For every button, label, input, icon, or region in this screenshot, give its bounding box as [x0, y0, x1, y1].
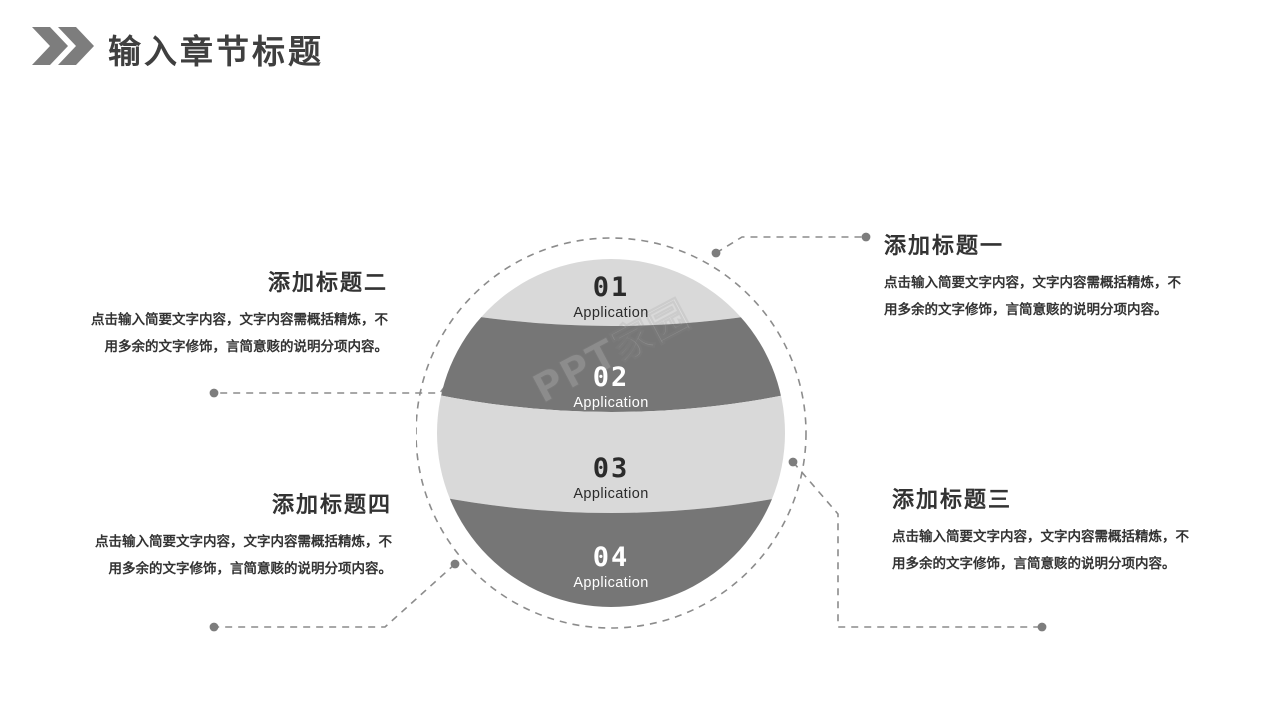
connector-dot-three-inner	[788, 457, 798, 467]
sphere-band-03	[437, 388, 785, 513]
connector-line-one	[715, 236, 866, 254]
sphere-band-01	[437, 259, 785, 326]
callout-two-title: 添加标题二	[267, 271, 388, 296]
callout-four-body: 点击输入简要文字内容，文字内容需概括精炼，不用多余的文字修饰，言简意赅的说明分项…	[95, 534, 392, 577]
callout-two: 添加标题二 点击输入简要文字内容，文字内容需概括精炼，不用多余的文字修饰，言简意…	[88, 265, 388, 361]
callout-one: 添加标题一 点击输入简要文字内容，文字内容需概括精炼，不用多余的文字修饰，言简意…	[884, 228, 1184, 324]
callout-three-body: 点击输入简要文字内容，文字内容需概括精炼，不用多余的文字修饰，言简意赅的说明分项…	[892, 529, 1189, 572]
callout-four-title: 添加标题四	[271, 493, 392, 518]
callout-one-body: 点击输入简要文字内容，文字内容需概括精炼，不用多余的文字修饰，言简意赅的说明分项…	[884, 275, 1181, 318]
callout-three: 添加标题三 点击输入简要文字内容，文字内容需概括精炼，不用多余的文字修饰，言简意…	[892, 482, 1192, 578]
connector-dot-four-inner	[450, 559, 460, 569]
sphere-band-02	[437, 304, 785, 412]
slide-header: 输入章节标题	[0, 0, 1280, 95]
dashed-outer-ring	[416, 237, 807, 629]
callout-two-body: 点击输入简要文字内容，文字内容需概括精炼，不用多余的文字修饰，言简意赅的说明分项…	[91, 312, 388, 355]
page-title: 输入章节标题	[108, 32, 324, 71]
connector-dot-one-outer	[861, 232, 871, 242]
double-chevron-right-icon	[32, 27, 94, 65]
banded-sphere	[416, 237, 807, 629]
callout-one-title: 添加标题一	[884, 234, 1005, 259]
callout-four: 添加标题四 点击输入简要文字内容，文字内容需概括精炼，不用多余的文字修饰，言简意…	[92, 487, 392, 583]
callout-three-title: 添加标题三	[892, 488, 1013, 513]
connector-dot-two-outer	[209, 388, 219, 398]
connector-dot-three-outer	[1037, 622, 1047, 632]
connector-line-four	[214, 563, 456, 628]
connector-dot-one-inner	[711, 248, 721, 258]
connector-dot-four-outer	[209, 622, 219, 632]
sphere-bands	[437, 259, 785, 607]
sphere-band-04	[437, 490, 785, 607]
